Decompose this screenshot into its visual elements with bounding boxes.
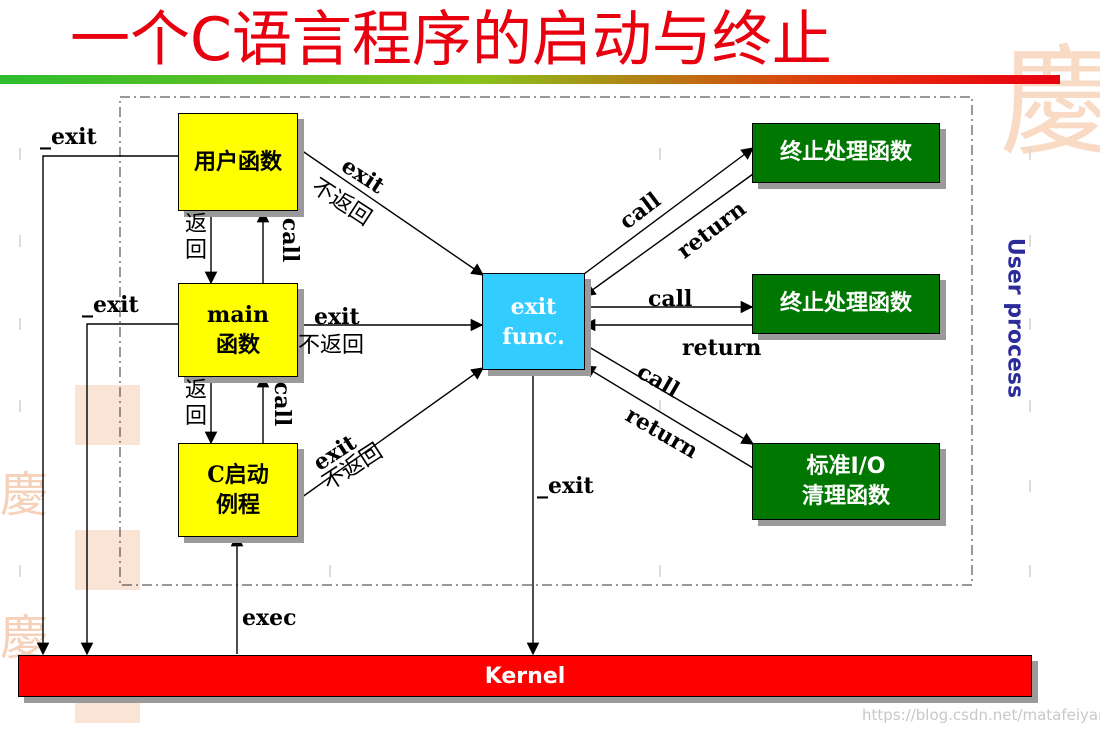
background-seal-left-3 — [75, 530, 140, 590]
label-call-vertical-2: call — [269, 381, 295, 427]
edge-startup-exit-func — [297, 367, 485, 501]
exit-handler-box-1: 终止处理函数 — [752, 123, 940, 183]
source-watermark: https://blog.csdn.net/matafeiyanll — [862, 706, 1100, 724]
edge-user-exit-func — [297, 147, 485, 276]
page-title: 一个C语言程序的启动与终止 — [70, 5, 832, 75]
background-seal-left-2: 慶 — [0, 467, 49, 523]
label-return-vertical-1: 返 回 — [184, 212, 207, 263]
background-seal-top-right: 慶 — [1000, 34, 1100, 173]
edge-return-stdio — [582, 365, 754, 469]
label-return-vertical-2: 返 回 — [184, 378, 207, 429]
label-exit-underscore-1: _exit — [40, 124, 97, 150]
kernel-bar: Kernel — [18, 655, 1032, 697]
user-function-box: 用户函数 — [178, 113, 298, 211]
edge-return-handler-1 — [582, 173, 754, 297]
label-return-2: return — [682, 335, 762, 361]
label-call-vertical-1: call — [277, 217, 303, 263]
label-call-2: call — [648, 286, 693, 312]
label-exit-underscore-2: _exit — [82, 292, 139, 318]
main-function-box: main 函数 — [178, 283, 298, 377]
edge-call-handler-1 — [583, 147, 755, 275]
exit-handler-box-2: 终止处理函数 — [752, 274, 940, 334]
edge-main-exit-kernel — [80, 323, 178, 656]
label-exec: exec — [242, 605, 297, 631]
background-seal-left-1 — [75, 385, 140, 445]
exit-function-box: exit func. — [482, 273, 585, 370]
label-exit-main: exit — [314, 304, 360, 330]
user-process-label: User process — [1002, 237, 1028, 399]
c-startup-routine-box: C启动 例程 — [178, 443, 298, 537]
label-noreturn-main: 不返回 — [298, 333, 365, 358]
title-underline-bar — [0, 75, 1060, 84]
edge-user-exit-kernel — [36, 155, 178, 656]
stdio-cleanup-box: 标准I/O 清理函数 — [752, 443, 940, 520]
label-exit-underscore-3: _exit — [537, 473, 594, 499]
user-process-boundary — [119, 96, 973, 586]
edge-call-stdio — [583, 343, 755, 445]
